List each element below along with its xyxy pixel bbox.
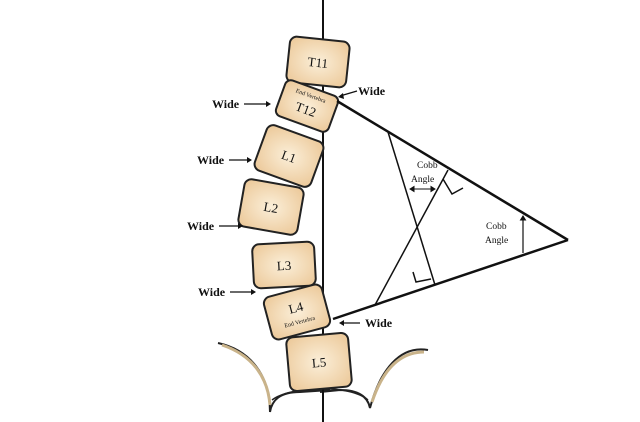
pelvis-right-inner <box>370 350 425 403</box>
wide-label: Wide <box>365 316 393 330</box>
arrowhead <box>409 185 436 193</box>
wide-label: Wide <box>198 285 226 299</box>
right-angle-marker-lower <box>412 271 432 283</box>
vertebra-l5: L5 <box>285 331 353 393</box>
cobb-angle-label-outer-2: Angle <box>485 236 508 246</box>
vertebra-label: L3 <box>276 258 291 274</box>
cobb-angle-label-inner-1: Cobb <box>417 161 438 171</box>
vertebra-l2: L2 <box>237 178 305 236</box>
cobb-angle-label-inner-2: Angle <box>411 175 434 185</box>
vertebra-l1: L1 <box>253 124 325 188</box>
arrowhead <box>519 215 527 221</box>
vertebra-label: L2 <box>262 199 279 216</box>
wide-label: Wide <box>197 153 225 167</box>
perpendicular-line-2 <box>374 169 449 306</box>
vertebra-t11: T11 <box>285 35 351 89</box>
upper-endplate-line <box>336 99 569 242</box>
wide-label: Wide <box>212 97 240 111</box>
vertebra-l4: L4 End Vertebra <box>262 283 332 341</box>
vertebra-label: T12 <box>293 99 318 120</box>
vertebra-label: T11 <box>307 54 329 71</box>
cobb-angle-label-outer-1: Cobb <box>486 222 507 232</box>
right-angle-marker-upper <box>442 178 464 196</box>
vertebra-t12: End Vertebra T12 <box>274 79 340 133</box>
wide-annotations <box>219 90 360 324</box>
wide-label: Wide <box>358 84 386 98</box>
pelvis-right <box>319 348 429 409</box>
perpendicular-line-1 <box>387 131 436 286</box>
vertebra-label: L4 <box>287 298 305 316</box>
pelvis-left-inner <box>221 343 272 406</box>
wide-label: Wide <box>187 219 215 233</box>
vertebra-label: L5 <box>311 354 327 370</box>
vertebra-l3: L3 <box>251 240 317 290</box>
cobb-lines <box>332 99 569 321</box>
lower-endplate-line <box>332 238 569 321</box>
vertebra-label: L1 <box>279 147 298 166</box>
